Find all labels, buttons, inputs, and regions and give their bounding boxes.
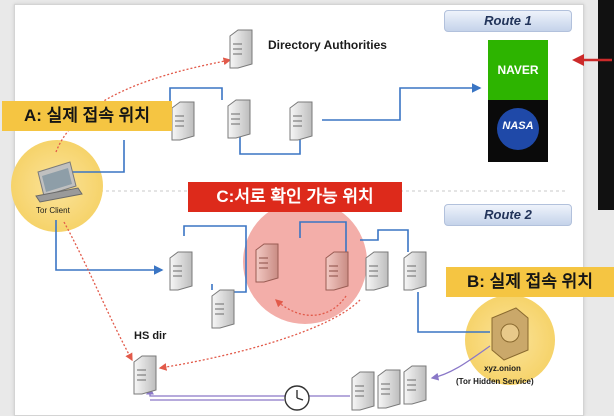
relay-server-icon bbox=[211, 289, 235, 329]
relay-server-icon bbox=[289, 101, 313, 141]
server-group bbox=[133, 29, 427, 411]
purple-paths bbox=[146, 345, 491, 401]
relay-server-icon bbox=[365, 251, 389, 291]
rendezvous-server-icon bbox=[325, 251, 349, 291]
label-c-mutual-visibility: C:서로 확인 가능 위치 bbox=[188, 182, 402, 212]
relay-server-icon bbox=[169, 251, 193, 291]
label-a-client-location: A: 실제 접속 위치 bbox=[2, 101, 172, 131]
route2-links bbox=[55, 220, 490, 333]
side-panel-edge bbox=[598, 0, 614, 210]
label-b-service-location: B: 실제 접속 위치 bbox=[446, 267, 614, 297]
destination-logos: NAVER NASA bbox=[488, 40, 548, 162]
relay-server-icon bbox=[403, 251, 427, 291]
directory-authority-server-icon bbox=[229, 29, 253, 69]
onion-service-icon bbox=[491, 307, 529, 361]
nasa-globe bbox=[497, 108, 539, 150]
nasa-logo-text: NASA bbox=[502, 120, 534, 132]
rendezvous-red-zone bbox=[243, 200, 367, 324]
intro-server-icon bbox=[403, 365, 427, 405]
nasa-logo: NASA bbox=[488, 100, 548, 162]
arrow-left-icon bbox=[572, 54, 612, 66]
rendezvous-server-icon bbox=[255, 243, 279, 283]
route-1-tab: Route 1 bbox=[444, 10, 572, 32]
route1-links bbox=[56, 83, 482, 177]
directory-authorities-label: Directory Authorities bbox=[268, 38, 387, 52]
tor-client-label: Tor Client bbox=[36, 206, 70, 215]
relay-server-icon bbox=[227, 99, 251, 139]
hs-dir-label: HS dir bbox=[134, 330, 167, 342]
hs-dir-server-icon bbox=[133, 355, 157, 395]
intro-server-icon bbox=[377, 369, 401, 409]
relay-server-icon bbox=[171, 101, 195, 141]
route-2-tab: Route 2 bbox=[444, 204, 572, 226]
naver-logo: NAVER bbox=[488, 40, 548, 100]
laptop-icon bbox=[35, 161, 83, 203]
intro-server-icon bbox=[351, 371, 375, 411]
hidden-service-label: (Tor Hidden Service) bbox=[456, 377, 534, 386]
red-paths bbox=[55, 57, 361, 371]
clock-icon bbox=[284, 385, 310, 411]
xyz-onion-label: xyz.onion bbox=[484, 364, 521, 373]
